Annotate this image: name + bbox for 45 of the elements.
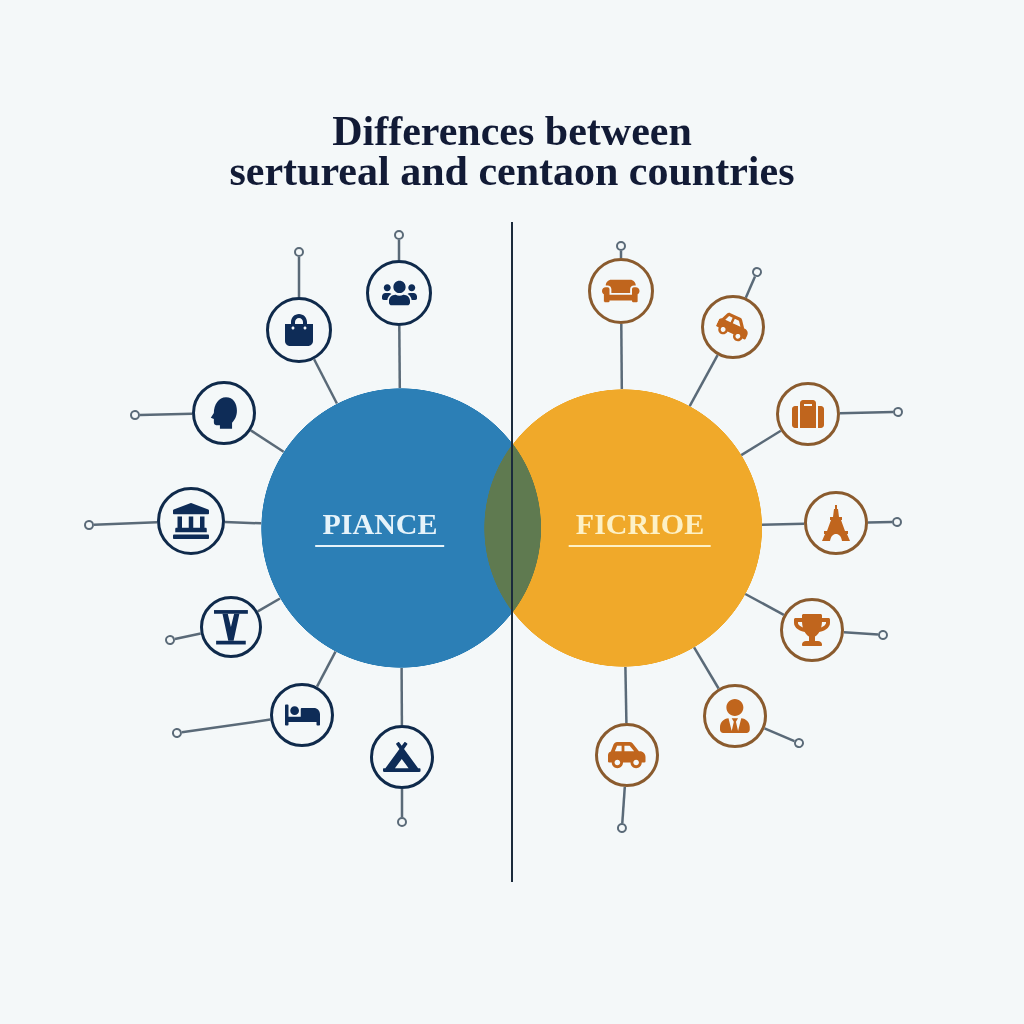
icon-circle: [270, 683, 334, 747]
connector-line: [397, 789, 407, 827]
connector-line: [624, 666, 628, 724]
connector-line: [764, 727, 804, 749]
icon-circle: [701, 295, 765, 359]
connector-line: [868, 517, 902, 527]
connector-line: [761, 522, 805, 526]
connector-line: [620, 324, 624, 389]
connector-line: [616, 241, 626, 258]
icon-circle: [703, 684, 767, 748]
icon-circle: [200, 596, 262, 658]
connector-line: [693, 646, 720, 690]
venn-label: FICRIOE: [568, 509, 712, 547]
venn-label: PIANCE: [315, 509, 445, 547]
connector-line: [688, 354, 719, 407]
icon-circle: [588, 258, 654, 324]
icon-circle: [370, 725, 434, 789]
connector-line: [315, 651, 337, 688]
connector-line: [294, 247, 304, 297]
icon-circle: [776, 382, 840, 446]
connector-line: [398, 326, 402, 388]
icon-circle: [366, 260, 432, 326]
connector-line: [740, 429, 782, 457]
connector-line: [744, 592, 785, 616]
connector-line: [394, 230, 404, 260]
connector-line: [84, 520, 158, 530]
connector-line: [257, 597, 281, 613]
connector-line: [250, 429, 285, 453]
connector-line: [839, 407, 903, 417]
connector-line: [171, 718, 271, 738]
icon-circle: [157, 487, 225, 555]
icon-circle: [266, 297, 332, 363]
connector-line: [130, 410, 193, 420]
icon-circle: [192, 381, 256, 445]
connector-line: [843, 629, 888, 640]
connector-line: [165, 632, 201, 646]
connector-line: [400, 668, 404, 725]
diagram-title: Differences between sertureal and centaon countries: [229, 111, 795, 191]
connector-line: [224, 520, 262, 525]
connector-line: [744, 267, 762, 299]
connector-line: [313, 358, 338, 405]
icon-circle: [780, 598, 844, 662]
icon-circle: [804, 491, 868, 555]
connector-line: [616, 786, 627, 833]
icon-circle: [595, 723, 659, 787]
